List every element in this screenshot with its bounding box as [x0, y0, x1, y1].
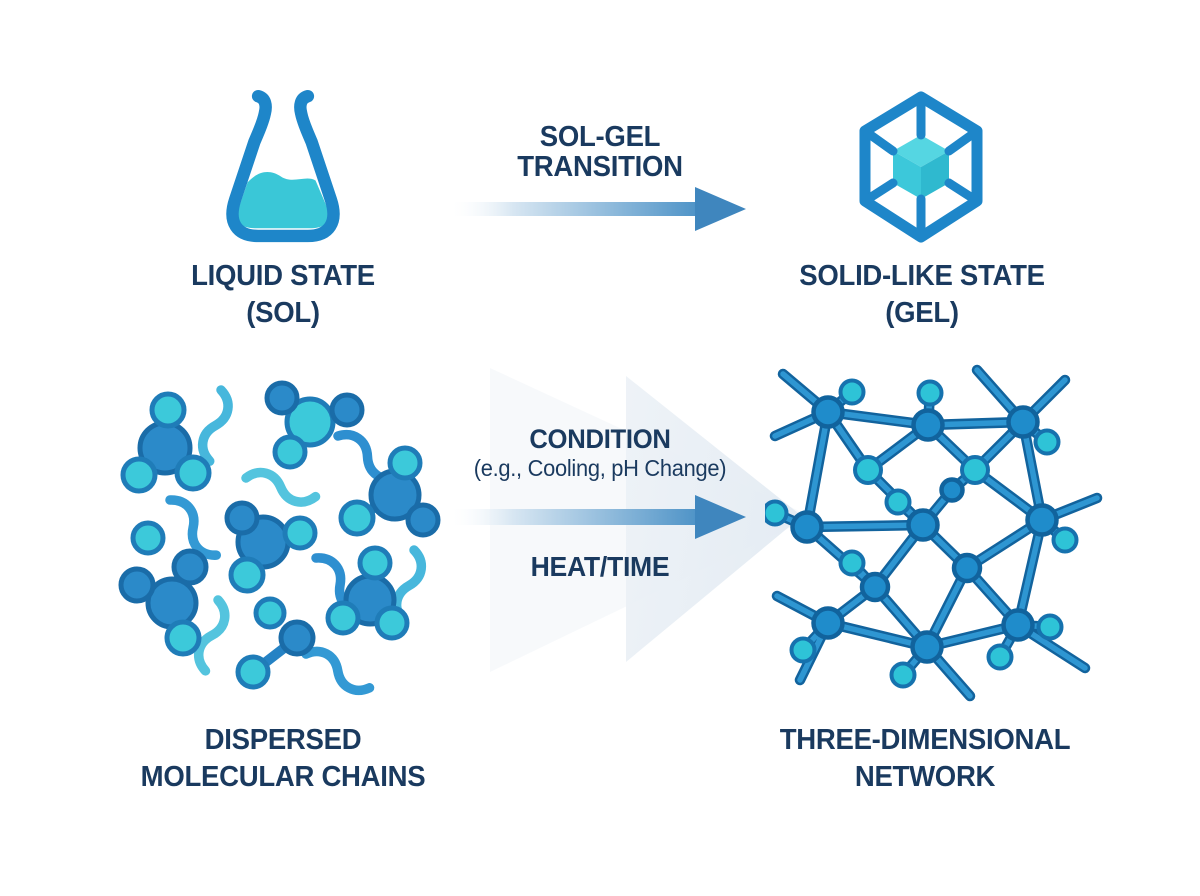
flask-icon: [226, 89, 340, 243]
network-line1: THREE-DIMENSIONAL: [779, 724, 1071, 756]
dispersed-line1: DISPERSED: [204, 724, 362, 756]
cube-wireframe: [859, 91, 983, 243]
solid-state-label: SOLID-LIKE STATE (GEL): [772, 258, 1072, 332]
cube-icon: [859, 91, 983, 243]
network-nodes: [765, 378, 1079, 689]
liquid-state-line2: (SOL): [246, 297, 320, 329]
molecule: [325, 545, 410, 641]
solid-state-line1: SOLID-LIKE STATE: [799, 260, 1045, 292]
heat-time-label: HEAT/TIME: [440, 552, 760, 582]
molecule: [338, 445, 441, 538]
heat-time-text: HEAT/TIME: [530, 551, 670, 582]
transition-title-line2: TRANSITION: [517, 151, 683, 183]
condition-detail: (e.g., Cooling, pH Change): [473, 455, 727, 481]
molecule: [120, 391, 212, 494]
cube-inner-solid: [893, 135, 949, 199]
dispersed-chains-label: DISPERSED MOLECULAR CHAINS: [103, 722, 463, 796]
monomer: [253, 596, 287, 630]
molecule-dimer: [235, 619, 316, 690]
condition-title: CONDITION: [529, 424, 671, 454]
top-transition-arrow-icon: [452, 187, 746, 231]
condition-label: CONDITION (e.g., Cooling, pH Change): [420, 424, 780, 482]
monomer: [130, 520, 166, 556]
molecule: [264, 380, 365, 470]
bottom-transition-arrow-icon: [452, 495, 746, 539]
transition-title-line1: SOL-GEL: [539, 121, 661, 153]
solid-state-line2: (GEL): [885, 297, 959, 329]
network-label: THREE-DIMENSIONAL NETWORK: [745, 722, 1105, 796]
molecule: [118, 548, 209, 657]
flask-liquid: [237, 172, 329, 229]
molecule: [224, 500, 318, 594]
dispersed-line2: MOLECULAR CHAINS: [140, 761, 426, 793]
sol-gel-transition-title: SOL-GEL TRANSITION: [440, 122, 760, 182]
flask-outline: [226, 89, 340, 243]
network-graph-icon: [765, 358, 1110, 708]
molecule-cluster-icon: [118, 380, 441, 701]
network-line2: NETWORK: [854, 761, 996, 793]
liquid-state-line1: LIQUID STATE: [191, 260, 375, 292]
liquid-state-label: LIQUID STATE (SOL): [133, 258, 433, 332]
